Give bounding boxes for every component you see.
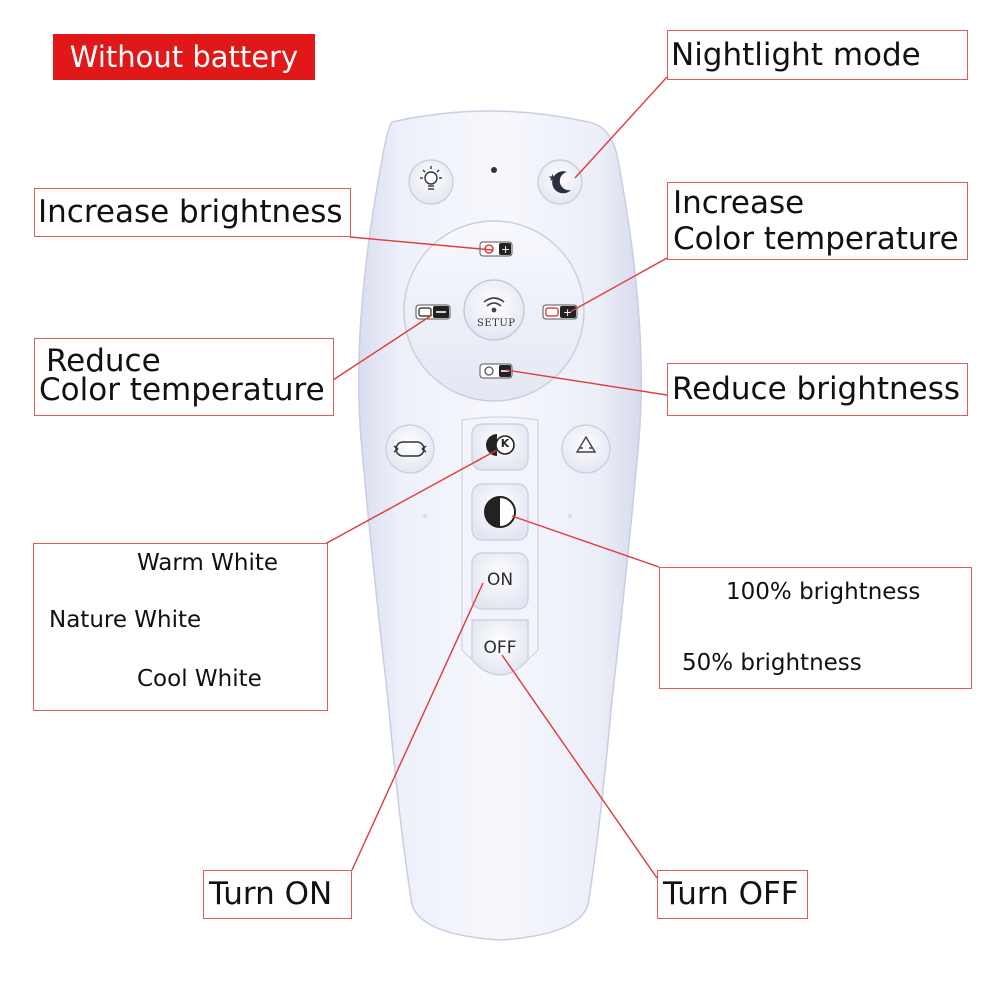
leader-lines [324,76,668,879]
brightness-up-icon: + [479,241,513,257]
without-battery-badge: Without battery [53,34,315,80]
nature-white-label: Nature White [49,607,202,633]
k-icon [486,434,515,456]
off-button [471,619,529,676]
off-label: OFF [483,638,517,658]
bulb-icon [420,166,442,190]
mode-cycle-button [385,424,435,474]
setup-label: SETUP [477,318,516,329]
k-label: K [500,437,510,450]
increase-color-temp-callout: Increase Color temperature [667,182,968,260]
increase-color-temp-line1: Increase [673,185,805,221]
turn-off-callout: Turn OFF [657,870,808,919]
on-label: ON [486,570,514,590]
svg-text:+: + [563,306,572,319]
reduce-color-temp-line2: Color temperature [39,372,325,408]
turn-on-callout: Turn ON [203,870,352,919]
half-circle-icon [484,496,516,528]
turn-on-label: Turn ON [209,876,333,912]
full-brightness-label: 100% brightness [726,579,921,605]
recycle-icon [575,435,597,453]
brightness-down-icon [479,363,513,379]
svg-text:★: ★ [548,173,557,184]
warm-white-label: Warm White [137,550,279,576]
nightlight-callout: Nightlight mode [667,30,968,80]
svg-text:+: + [501,243,510,256]
reduce-brightness-label: Reduce brightness [672,371,961,407]
moon-icon: ★ [548,171,571,194]
reduce-color-temp-line1: Reduce [46,343,161,379]
half-brightness-label: 50% brightness [682,650,862,676]
color-temp-plus-icon: + [542,304,578,320]
color-cycle-callout: Warm White Nature White Cool White [33,543,328,711]
reduce-brightness-callout: Reduce brightness [667,363,968,416]
increase-brightness-label: Increase brightness [38,194,343,230]
indicator-led [491,167,497,173]
turn-off-label: Turn OFF [663,876,799,912]
increase-brightness-callout: Increase brightness [34,188,351,237]
on-button [471,552,529,610]
nightlight-label: Nightlight mode [671,37,921,73]
reduce-color-temp-callout: Reduce Color temperature [34,338,334,416]
mode-cycle-icon [393,441,427,457]
cool-white-label: Cool White [137,666,262,692]
brightness-cycle-callout: 100% brightness 50% brightness [659,567,972,689]
wifi-icon [483,297,505,313]
color-temp-minus-icon [415,304,451,320]
light-button [408,159,454,205]
recycle-button [561,424,611,474]
increase-color-temp-line2: Color temperature [673,221,959,257]
nightlight-button [537,159,583,205]
